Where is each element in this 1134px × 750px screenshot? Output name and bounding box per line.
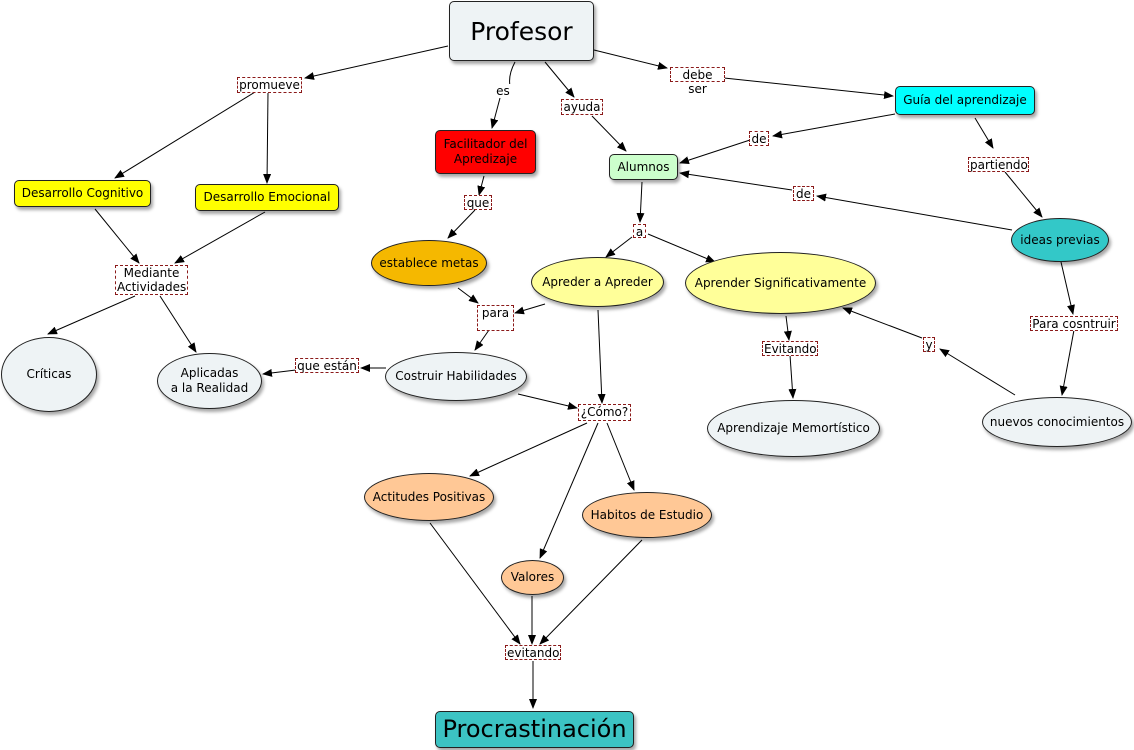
link-de-guia[interactable]: de	[749, 131, 769, 146]
link-a[interactable]: a	[633, 224, 646, 239]
concept-valores[interactable]: Valores	[501, 560, 564, 595]
concept-procrastinacion[interactable]: Procrastinación	[435, 711, 634, 748]
link-ayuda[interactable]: ayuda	[561, 99, 603, 115]
concept-establece-metas[interactable]: establece metas	[371, 240, 487, 286]
link-debe-ser[interactable]: debe ser	[670, 67, 725, 96]
link-evitando-memoristico[interactable]: Evitando	[762, 341, 818, 356]
link-y[interactable]: y	[923, 337, 935, 352]
concept-nuevos-conocimientos[interactable]: nuevos conocimientos	[982, 397, 1132, 447]
concept-guia-del-aprendizaje[interactable]: Guía del aprendizaje	[895, 86, 1035, 115]
link-que[interactable]: que	[464, 195, 492, 210]
concept-actitudes-positivas[interactable]: Actitudes Positivas	[364, 473, 494, 521]
link-mediante-actividades[interactable]: Mediante Actividades	[115, 265, 188, 295]
concept-aplicadas-realidad[interactable]: Aplicadas a la Realidad	[157, 353, 262, 409]
concept-habitos-de-estudio[interactable]: Habitos de Estudio	[582, 492, 712, 538]
link-partiendo[interactable]: partiendo	[968, 157, 1029, 172]
concept-profesor[interactable]: Profesor	[449, 1, 594, 61]
concept-criticas[interactable]: Críticas	[1, 337, 97, 412]
link-que-estan[interactable]: que están	[295, 358, 359, 373]
concept-aprender-significativamente[interactable]: Aprender Significativamente	[685, 252, 876, 314]
link-como[interactable]: ¿Cómo?	[578, 404, 631, 421]
concept-facilitador[interactable]: Facilitador del Apredizaje	[435, 130, 536, 174]
concept-desarrollo-emocional[interactable]: Desarrollo Emocional	[195, 184, 339, 211]
link-promueve[interactable]: promueve	[237, 77, 302, 93]
concept-desarrollo-cognitivo[interactable]: Desarrollo Cognitivo	[14, 180, 151, 207]
concept-costruir-habilidades[interactable]: Costruir Habilidades	[385, 352, 527, 401]
link-de-ideas[interactable]: de	[793, 186, 814, 201]
concept-ideas-previas[interactable]: ideas previas	[1011, 218, 1109, 262]
concept-aprendizaje-memoristico[interactable]: Aprendizaje Memortístico	[707, 400, 880, 457]
link-para[interactable]: para	[477, 305, 514, 331]
link-evitando-procrastinacion[interactable]: evitando	[505, 645, 561, 660]
concept-alumnos[interactable]: Alumnos	[609, 154, 678, 180]
link-es[interactable]: es	[494, 84, 512, 98]
link-para-cosntruir[interactable]: Para cosntruir	[1030, 316, 1118, 331]
concept-apreder-a-apreder[interactable]: Apreder a Apreder	[531, 257, 664, 307]
